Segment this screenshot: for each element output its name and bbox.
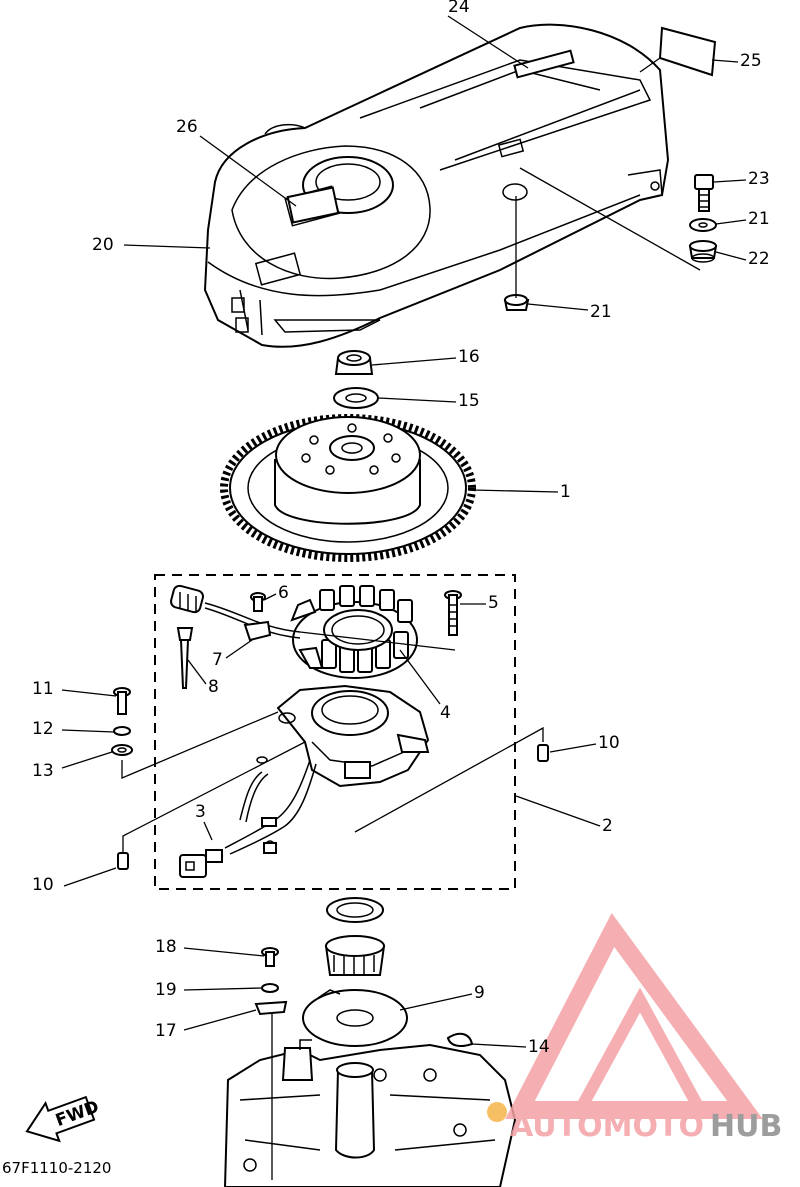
washer-13[interactable] [111, 744, 133, 756]
callout-c10b[interactable]: 10 [32, 875, 54, 895]
callout-c2[interactable]: 2 [602, 816, 613, 836]
callout-c1[interactable]: 1 [560, 482, 571, 502]
drawing-code: 67F1110-2120 [2, 1159, 111, 1177]
callout-c5[interactable]: 5 [488, 593, 499, 613]
base-assembly-3[interactable] [179, 684, 430, 878]
callout-c14[interactable]: 14 [528, 1037, 550, 1057]
leader-c10a [354, 726, 597, 833]
leader-c11 [61, 689, 117, 697]
leader-c15 [377, 397, 457, 403]
flywheel[interactable] [220, 414, 476, 562]
leader-c21b [515, 196, 589, 311]
leader-c6 [263, 593, 277, 601]
dowel-pin-10-right[interactable] [537, 744, 549, 762]
watermark-brand-part2: HUB [710, 1109, 782, 1144]
leader-c24 [447, 15, 529, 69]
watermark-brand-part1: AUTOMOTO [510, 1109, 704, 1144]
nut-16[interactable] [334, 350, 374, 375]
callout-c7[interactable]: 7 [212, 650, 223, 670]
cable-tie-8[interactable] [176, 627, 194, 689]
callout-c6[interactable]: 6 [278, 583, 289, 603]
stator-base-plate-9[interactable] [302, 989, 408, 1047]
callout-c19[interactable]: 19 [155, 980, 177, 1000]
callout-c3[interactable]: 3 [195, 802, 206, 822]
collar-21-center[interactable] [503, 294, 530, 311]
leader-c23 [713, 179, 747, 183]
grommet-22[interactable] [688, 240, 718, 263]
washer-15[interactable] [333, 387, 379, 409]
leader-c2 [515, 795, 601, 827]
callout-c23[interactable]: 23 [748, 169, 770, 189]
leader-c13 [61, 711, 279, 779]
leader-c19 [183, 987, 263, 991]
bolt-23[interactable] [694, 174, 714, 212]
leader-c25 [639, 57, 739, 73]
callout-c21b[interactable]: 21 [590, 302, 612, 322]
leader-c18 [183, 947, 265, 957]
callout-labels: 1234567891010111213141516171819202121222… [32, 0, 770, 1057]
callout-c20[interactable]: 20 [92, 235, 114, 255]
leader-c9 [399, 993, 473, 1011]
engine-crankcase [223, 1039, 517, 1187]
bolt-18[interactable] [261, 947, 279, 967]
leader-c10b [63, 741, 306, 887]
stator-assembly-boundary [154, 574, 516, 890]
callout-c10a[interactable]: 10 [598, 733, 620, 753]
woodruff-key-14[interactable] [446, 1032, 474, 1047]
collar-upper[interactable] [326, 897, 384, 923]
leader-c7 [225, 639, 253, 659]
leader-c22 [519, 167, 747, 271]
leader-c12 [61, 729, 115, 733]
callout-c17[interactable]: 17 [155, 1021, 177, 1041]
automotohub-logo: AUTOMOTO HUB [487, 912, 782, 1144]
callout-c15[interactable]: 15 [458, 391, 480, 411]
bolt-11[interactable] [113, 687, 131, 715]
callout-c4[interactable]: 4 [440, 703, 451, 723]
dowel-pin-10-left[interactable] [117, 852, 129, 870]
leader-c20 [123, 244, 211, 249]
callout-c21a[interactable]: 21 [748, 209, 770, 229]
stator-coil[interactable] [290, 585, 418, 679]
key-gear-collar[interactable] [324, 935, 386, 976]
callout-c22[interactable]: 22 [748, 249, 770, 269]
forward-direction-badge: FWD [25, 1095, 102, 1143]
leader-c1 [471, 489, 559, 493]
bolt-5[interactable] [444, 590, 462, 636]
clamp-7[interactable] [243, 620, 272, 642]
callout-c8[interactable]: 8 [208, 677, 219, 697]
callout-c16[interactable]: 16 [458, 347, 480, 367]
callout-c9[interactable]: 9 [474, 983, 485, 1003]
leader-c21a [715, 219, 747, 225]
leader-lines [61, 15, 747, 1180]
leader-c14 [471, 1043, 527, 1048]
callout-c13[interactable]: 13 [32, 761, 54, 781]
callout-c12[interactable]: 12 [32, 719, 54, 739]
flywheel-cover[interactable] [203, 23, 670, 348]
callout-c11[interactable]: 11 [32, 679, 54, 699]
label-plate-24[interactable] [513, 49, 575, 79]
leader-c3 [203, 821, 213, 841]
washer-21-right[interactable] [689, 218, 717, 232]
leader-c16 [371, 357, 457, 366]
screw-6[interactable] [250, 592, 266, 612]
callout-c24[interactable]: 24 [448, 0, 470, 17]
callout-c26[interactable]: 26 [176, 117, 198, 137]
callout-c18[interactable]: 18 [155, 937, 177, 957]
label-plate-26[interactable] [286, 186, 340, 224]
label-plate-25[interactable] [658, 26, 717, 77]
leader-c26 [199, 135, 297, 207]
clamp-17[interactable] [254, 1000, 288, 1016]
leader-c8 [187, 659, 207, 685]
leader-c4 [299, 631, 456, 705]
callout-c25[interactable]: 25 [740, 51, 762, 71]
washer-19[interactable] [261, 983, 279, 993]
washer-12[interactable] [113, 726, 131, 736]
leader-c17 [183, 1009, 273, 1180]
